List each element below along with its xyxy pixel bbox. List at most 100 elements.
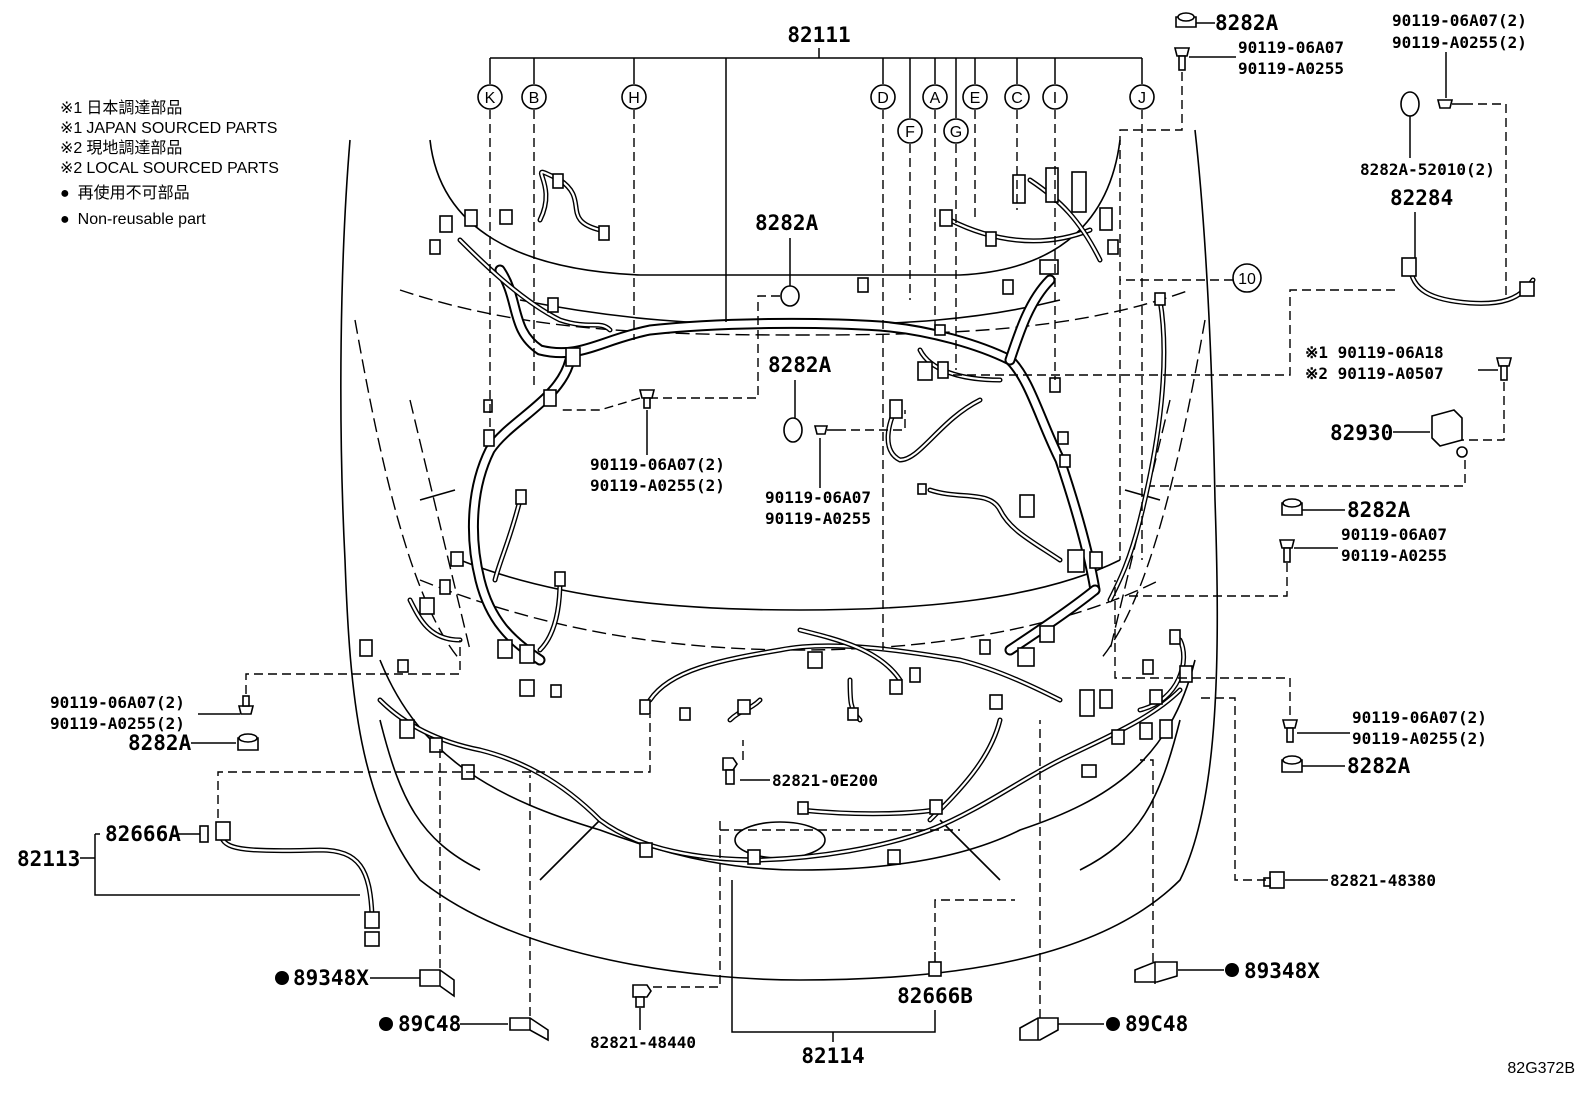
grommet-icon bbox=[1281, 755, 1303, 773]
branch-marker-a: A bbox=[922, 84, 948, 110]
branch-marker-f: F bbox=[897, 118, 923, 144]
right-side-parts: ※1 90119-06A18 ※2 90119-A0507 82930 8282… bbox=[1019, 343, 1513, 1041]
legend-line: ●Non-reusable part bbox=[60, 211, 206, 228]
part-label-82821-48440[interactable]: 82821-48440 bbox=[590, 1033, 696, 1052]
grommet-icon bbox=[1400, 91, 1420, 117]
branch-marker-i: I bbox=[1042, 84, 1068, 110]
branch-markers: K B H D A E C I J F G 10 bbox=[477, 84, 1262, 293]
part-label-90119-06a18[interactable]: ※1 90119-06A18 bbox=[1305, 343, 1444, 362]
branch-letter: J bbox=[1138, 90, 1146, 107]
clip-icon bbox=[722, 757, 738, 785]
circle-number: 10 bbox=[1238, 271, 1256, 288]
part-label-82284[interactable]: 82284 bbox=[1390, 186, 1453, 210]
bolt-icon bbox=[237, 695, 255, 715]
part-label-90119-a0255-center[interactable]: 90119-A0255 bbox=[765, 509, 871, 528]
part-label-90119-06a07-2[interactable]: 90119-06A07(2) bbox=[1392, 11, 1527, 30]
part-label-8282a-left[interactable]: 8282A bbox=[128, 731, 192, 755]
main-part-number[interactable]: 82111 bbox=[787, 23, 850, 47]
part-label-90119-a0507[interactable]: ※2 90119-A0507 bbox=[1305, 364, 1444, 383]
harness-connectors bbox=[359, 167, 1193, 865]
branch-letter: B bbox=[529, 90, 540, 107]
legend-line: ●再使用不可部品 bbox=[60, 184, 190, 202]
part-label-90119-06a07-center[interactable]: 90119-06A07 bbox=[765, 488, 871, 507]
part-label-82821-48380[interactable]: 82821-48380 bbox=[1330, 871, 1436, 890]
circle-number-marker: 10 bbox=[1232, 263, 1262, 293]
part-label-90119-06a07-2-left[interactable]: 90119-06A07(2) bbox=[50, 693, 185, 712]
bottom-center-parts: 82821-48440 82114 82666B bbox=[590, 820, 1015, 1068]
branch-letter: C bbox=[1011, 90, 1023, 107]
clip-icon bbox=[199, 825, 209, 843]
part-label-8282a-right[interactable]: 8282A bbox=[1347, 498, 1411, 522]
part-label-90119-a0255[interactable]: 90119-A0255 bbox=[1238, 59, 1344, 78]
part-label-90119-a0255-2-left[interactable]: 90119-A0255(2) bbox=[50, 714, 185, 733]
part-label-90119-06a07-right[interactable]: 90119-06A07 bbox=[1341, 525, 1447, 544]
left-side-parts: 90119-06A07(2) 90119-A0255(2) 8282A 8266… bbox=[17, 640, 651, 1042]
main-harness-leaders bbox=[489, 48, 1143, 650]
branch-letter: G bbox=[950, 124, 962, 141]
bolt-icon bbox=[813, 425, 837, 435]
non-reusable-marker-icon bbox=[1106, 963, 1239, 1031]
part-label-82821-0e200[interactable]: 82821-0E200 bbox=[772, 771, 878, 790]
part-label-89c48-right[interactable]: 89C48 bbox=[1125, 1012, 1188, 1036]
branch-wires bbox=[407, 169, 1187, 713]
grommet-icon bbox=[1175, 12, 1197, 28]
branch-letter: F bbox=[905, 124, 915, 141]
bracket-icon bbox=[1134, 961, 1178, 984]
bolt-icon bbox=[1278, 539, 1296, 563]
part-label-89348x-right[interactable]: 89348X bbox=[1244, 959, 1320, 983]
branch-letter: H bbox=[628, 90, 640, 107]
part-label-90119-a0255-2-right[interactable]: 90119-A0255(2) bbox=[1352, 729, 1487, 748]
part-label-90119-a0255-right[interactable]: 90119-A0255 bbox=[1341, 546, 1447, 565]
grommet-icon bbox=[237, 733, 259, 751]
bracket-icon bbox=[419, 969, 455, 998]
part-label-90119-06a07-2-right[interactable]: 90119-06A07(2) bbox=[1352, 708, 1487, 727]
non-reusable-marker-icon bbox=[275, 971, 289, 985]
front-bumper-harness bbox=[377, 627, 1183, 863]
branch-letter: A bbox=[930, 90, 941, 107]
wire-sub-harness-82113 bbox=[215, 821, 380, 947]
bolt-icon bbox=[1495, 357, 1513, 381]
part-label-89c48-left[interactable]: 89C48 bbox=[398, 1012, 461, 1036]
part-label-82666b[interactable]: 82666B bbox=[897, 984, 973, 1008]
part-label-8282a-center[interactable]: 8282A bbox=[768, 353, 832, 377]
bolt-icon bbox=[1436, 99, 1464, 109]
branch-marker-d: D bbox=[870, 84, 896, 110]
clip-icon bbox=[632, 984, 652, 1008]
part-label-8282a-top[interactable]: 8282A bbox=[1215, 11, 1279, 35]
branch-marker-g: G bbox=[943, 118, 969, 144]
relay-block-icon bbox=[1431, 409, 1468, 458]
grommet-icon bbox=[1281, 498, 1303, 516]
clip-icon bbox=[1019, 1017, 1059, 1041]
part-label-82666a[interactable]: 82666A bbox=[105, 822, 181, 846]
clip-icon bbox=[509, 1017, 549, 1042]
part-label-82930[interactable]: 82930 bbox=[1330, 421, 1393, 445]
part-label-8282a-center-top[interactable]: 8282A bbox=[755, 211, 819, 235]
clip-icon bbox=[1263, 871, 1285, 889]
part-label-90119-a0255-2[interactable]: 90119-A0255(2) bbox=[1392, 33, 1527, 52]
part-label-8282a-52010[interactable]: 8282A-52010(2) bbox=[1360, 160, 1495, 179]
part-label-8282a-right-lower[interactable]: 8282A bbox=[1347, 754, 1411, 778]
part-label-82114[interactable]: 82114 bbox=[801, 1044, 864, 1068]
clip-icon bbox=[928, 952, 942, 977]
branch-letter: D bbox=[877, 90, 889, 107]
bolt-icon bbox=[1281, 719, 1299, 743]
branch-marker-h: H bbox=[621, 84, 647, 110]
branch-marker-k: K bbox=[477, 84, 503, 110]
bolt-icon bbox=[638, 389, 656, 409]
branch-marker-c: C bbox=[1004, 84, 1030, 110]
part-label-90119-06a07[interactable]: 90119-06A07 bbox=[1238, 38, 1344, 57]
branch-marker-j: J bbox=[1129, 84, 1155, 110]
part-label-90119-a0255-2-center[interactable]: 90119-A0255(2) bbox=[590, 476, 725, 495]
branch-marker-e: E bbox=[962, 84, 988, 110]
grommet-icon bbox=[783, 417, 803, 443]
part-label-89348x-left[interactable]: 89348X bbox=[293, 966, 369, 990]
part-label-90119-06a07-2-center[interactable]: 90119-06A07(2) bbox=[590, 455, 725, 474]
part-label-82113[interactable]: 82113 bbox=[17, 847, 80, 871]
